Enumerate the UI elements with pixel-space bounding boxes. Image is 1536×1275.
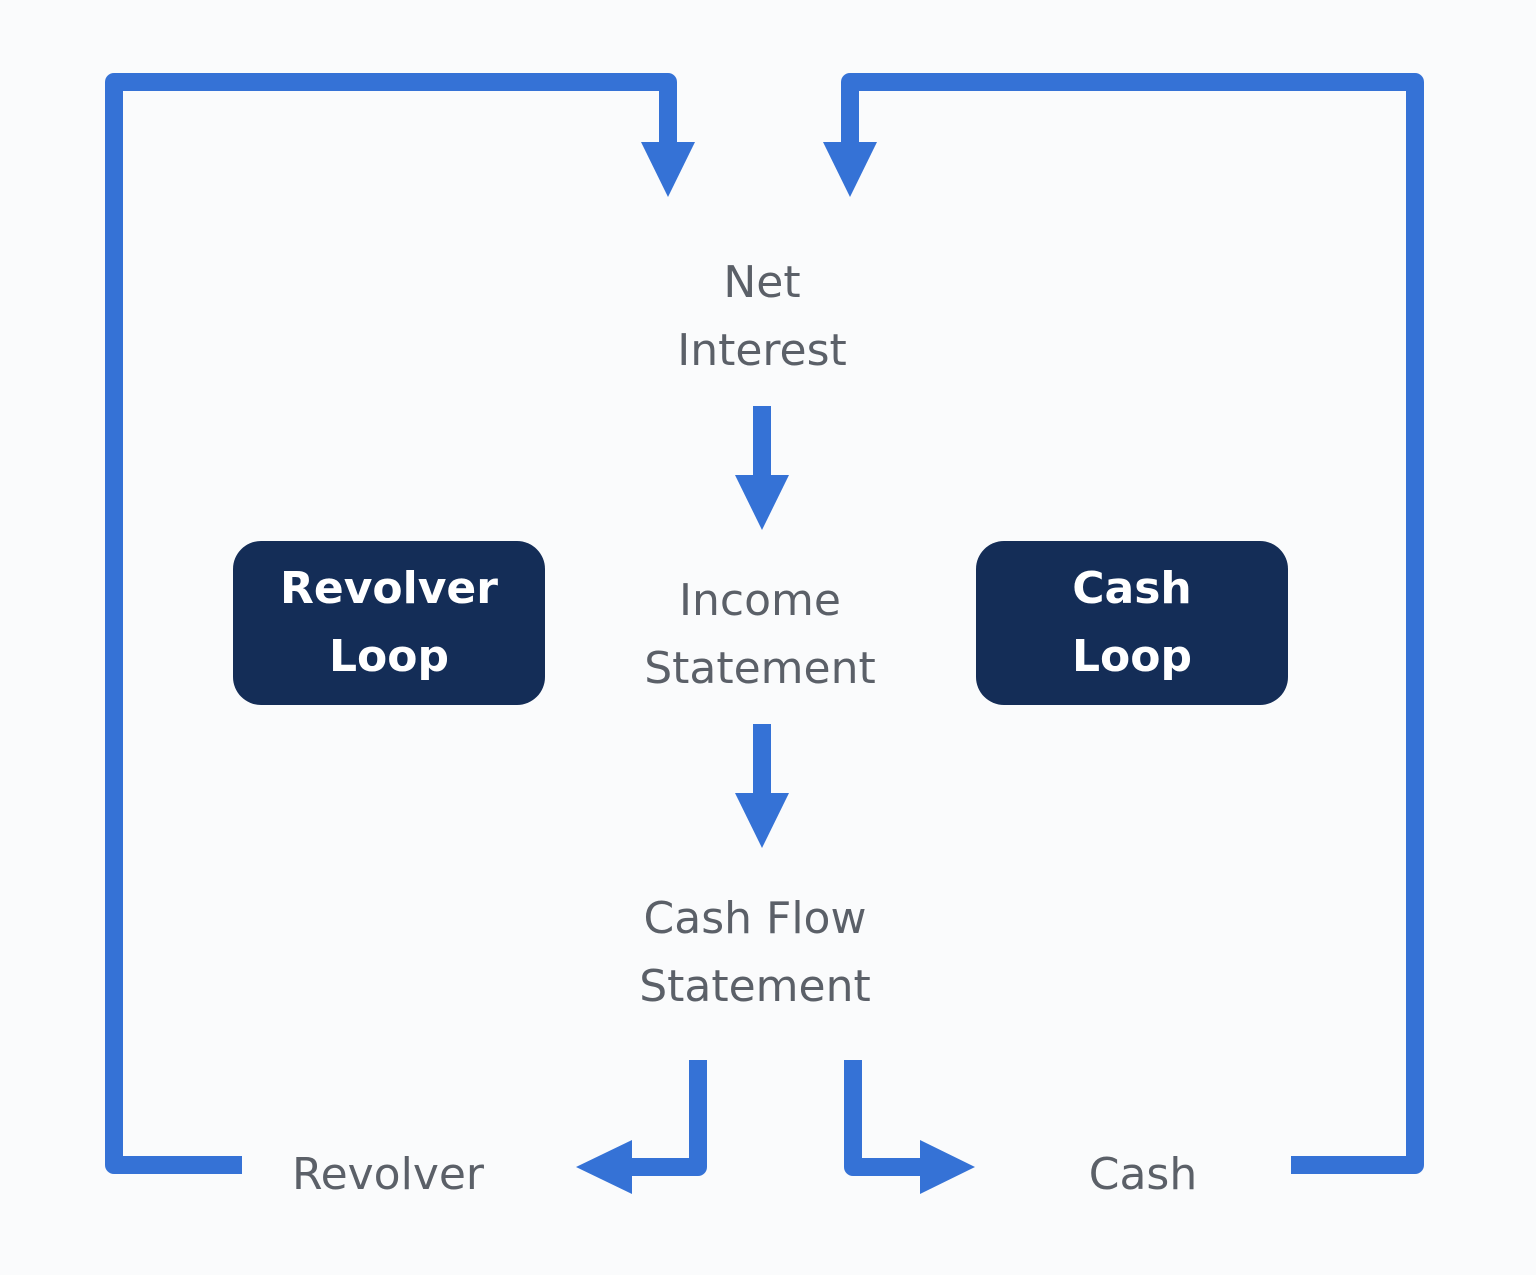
revolver-loop-line1: Revolver [280,563,498,614]
revolver-loop-connector [105,73,677,1174]
arrowhead-left-icon [576,1140,632,1194]
cash-flow-statement-label: Cash Flow Statement [575,885,935,1021]
revolver-label: Revolver [268,1141,508,1209]
net-interest-line1: Net [723,257,801,308]
arrowhead-down-icon [735,475,789,530]
revolver-loop-badge: Revolver Loop [233,541,545,705]
net-interest-label: Net Interest [612,249,912,385]
income-statement-label: Income Statement [580,567,940,703]
revolver-loop-line2: Loop [329,631,449,682]
cash-loop-badge: Cash Loop [976,541,1288,705]
arrowhead-down-icon [823,142,877,197]
revolver-label-text: Revolver [291,1149,485,1200]
arrowhead-down-icon [641,142,695,197]
cash-flow-statement-line2: Statement [639,961,871,1012]
cash-loop-line2: Loop [1072,631,1192,682]
income-statement-line2: Statement [644,643,876,694]
cash-loop-line1: Cash [1072,563,1192,614]
cash-flow-statement-line1: Cash Flow [643,893,867,944]
cashflow-to-revolver-connector [628,1060,707,1176]
cash-label-text: Cash [1088,1149,1198,1200]
arrowhead-down-icon [735,793,789,848]
cash-label: Cash [1043,1141,1243,1209]
cash-loop-connector [841,73,1424,1174]
net-interest-line2: Interest [677,325,847,376]
cashflow-to-cash-connector [844,1060,924,1176]
income-statement-line1: Income [679,575,841,626]
arrowhead-right-icon [920,1140,975,1194]
